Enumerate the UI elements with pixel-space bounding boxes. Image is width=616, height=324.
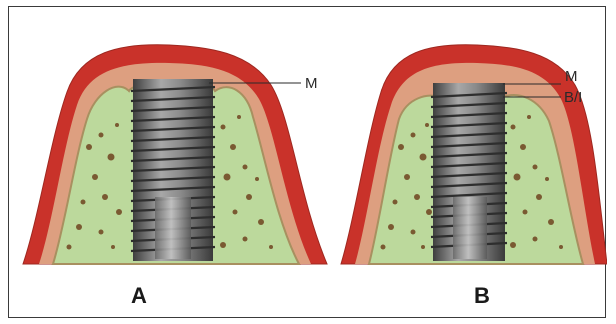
implant-diagram-svg: M A: [9, 7, 607, 319]
implant-b: [431, 83, 507, 261]
implant-diagram-figure: M A: [8, 6, 606, 318]
panel-a: M A: [23, 45, 327, 308]
panel-letter-b: B: [474, 283, 490, 308]
panel-letter-a: A: [131, 283, 147, 308]
callout-label-m-a: M: [305, 75, 318, 92]
callout-label-m-b: M: [565, 68, 578, 85]
callout-label-bi-b: B/I: [564, 89, 582, 106]
implant-apex-b: [453, 197, 487, 259]
panel-b: M B/I B: [341, 45, 607, 308]
implant-apex-a: [155, 197, 191, 259]
implant-a: [131, 79, 215, 261]
